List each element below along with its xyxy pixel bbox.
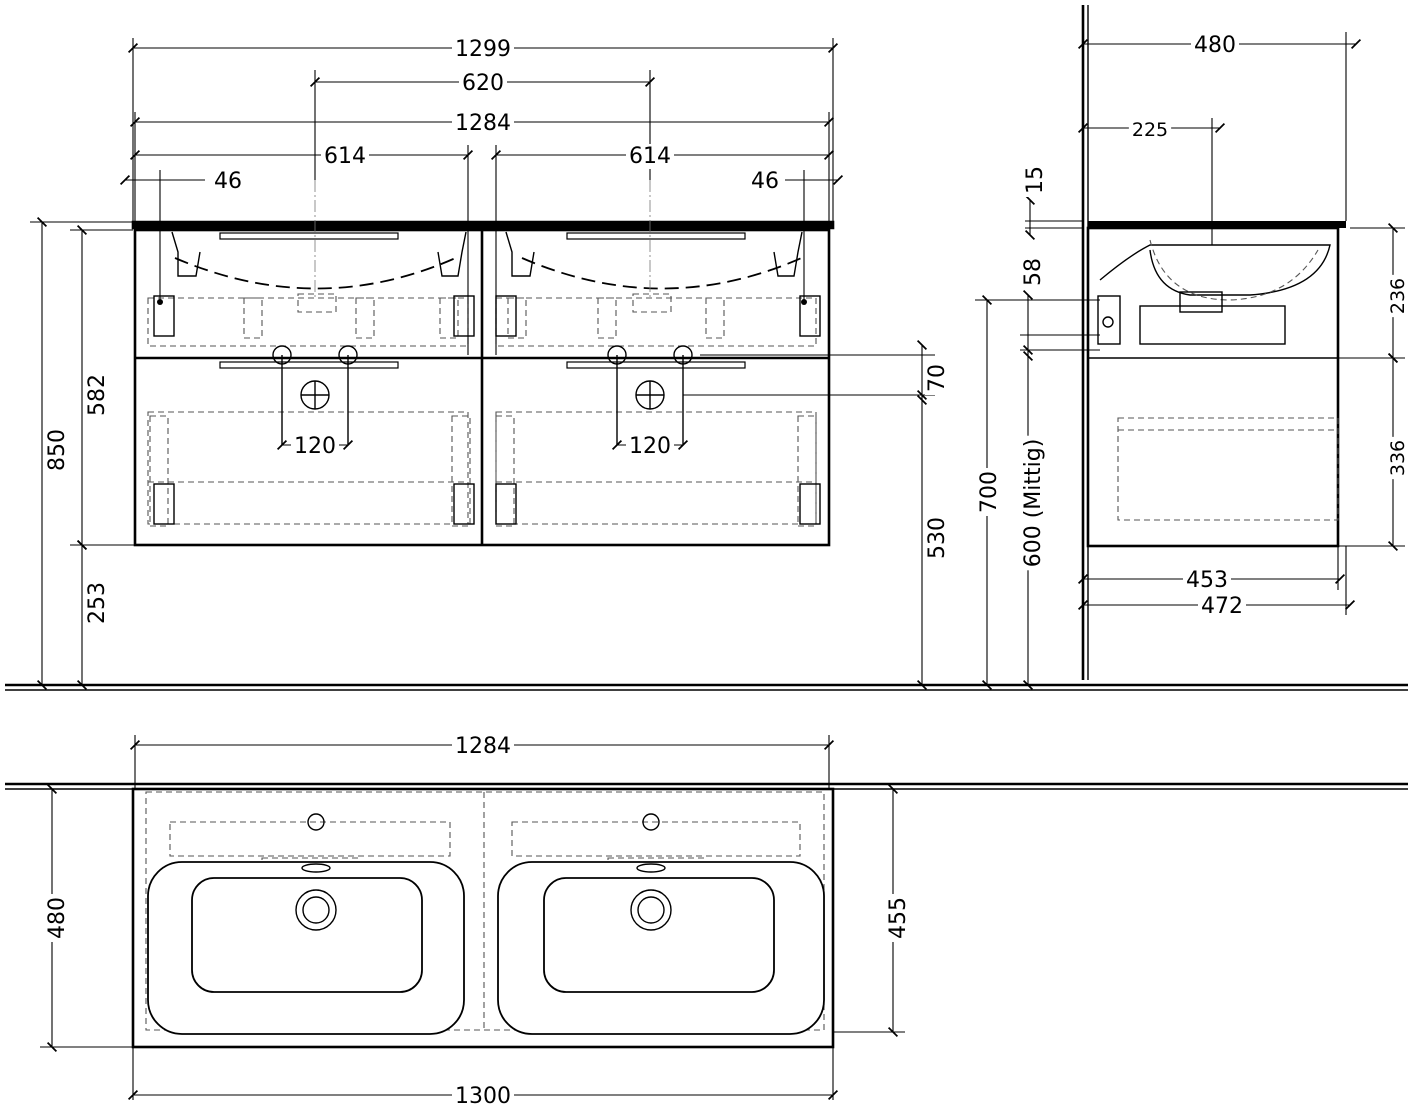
dim-120-right: 120 [629, 434, 671, 459]
label-backing [1183, 568, 1231, 593]
label-backing [45, 894, 70, 942]
countertop-fill [133, 222, 833, 228]
sink-drain-left-outer [295, 889, 337, 931]
label-backing [85, 371, 110, 419]
dim-530: 530 [925, 517, 950, 559]
label-backing [977, 468, 1002, 516]
drain-fittings [272, 345, 693, 445]
dim-614-left: 614 [324, 144, 366, 169]
front-view: 1299 620 1284 614 614 46 46 120 120 850 … [5, 37, 1408, 691]
side-upper-drawer-box [1139, 305, 1286, 345]
tap-hole-left [307, 813, 325, 831]
dim-1284-top: 1284 [455, 734, 511, 759]
side-countertop [1088, 221, 1346, 228]
label-backing [452, 37, 514, 62]
label-backing [321, 144, 369, 169]
label-backing [1128, 119, 1172, 141]
dim-472: 472 [1201, 594, 1243, 619]
dim-15: 15 [1023, 166, 1048, 194]
dim-614-right: 614 [629, 144, 671, 169]
dim-46-left: 46 [214, 169, 242, 194]
label-backing [1387, 436, 1408, 480]
side-basin [1099, 244, 1331, 296]
top-cabinet-outline [145, 791, 825, 1031]
label-backing [1191, 33, 1239, 58]
dim-453: 453 [1186, 568, 1228, 593]
label-backing [291, 434, 339, 459]
label-backing [1198, 594, 1246, 619]
sink-drain-right-inner [637, 896, 665, 924]
label-backing [925, 514, 950, 562]
dim-1300: 1300 [455, 1084, 511, 1109]
side-lower-drawer-box [1117, 417, 1339, 521]
label-backing [452, 734, 514, 759]
dim-225: 225 [1132, 119, 1168, 141]
dim-236: 236 [1387, 278, 1408, 314]
dim-58: 58 [1021, 258, 1046, 286]
internal-structure [147, 297, 817, 527]
floor-line [5, 683, 1408, 691]
label-backing [626, 144, 674, 169]
side-drain-trap [1179, 291, 1223, 313]
label-backing [85, 579, 110, 627]
label-backing [211, 169, 245, 194]
label-backing [626, 434, 674, 459]
side-cabinet [1086, 226, 1340, 548]
dim-480-side: 480 [1194, 33, 1236, 58]
overflow-left [301, 863, 331, 873]
dim-120-left: 120 [294, 434, 336, 459]
side-view: 480 225 453 472 15 58 700 600 (Mittig) 2… [975, 5, 1408, 691]
dim-336: 336 [1387, 440, 1408, 476]
sink-basin-left [191, 877, 423, 993]
sink-basin-right [543, 877, 775, 993]
top-countertop [131, 787, 835, 1049]
label-backing [1387, 274, 1408, 318]
dim-70: 70 [925, 364, 950, 392]
dim-582: 582 [85, 374, 110, 416]
sink-drain-left-inner [302, 896, 330, 924]
basin-outline-right [505, 231, 807, 313]
label-backing [452, 111, 514, 136]
label-backing [925, 361, 950, 395]
side-wall-fitting [1097, 295, 1121, 345]
drawer-handles [219, 232, 746, 369]
dim-46-right: 46 [751, 169, 779, 194]
dim-620: 620 [462, 71, 504, 96]
dim-700: 700 [977, 471, 1002, 513]
dim-480-top: 480 [45, 897, 70, 939]
dim-600: 600 (Mittig) [1021, 439, 1046, 568]
dim-850: 850 [45, 429, 70, 471]
top-view: 1284 1300 480 455 [5, 734, 1408, 1109]
label-backing [886, 894, 911, 942]
dim-1284: 1284 [455, 111, 511, 136]
dim-1299: 1299 [455, 37, 511, 62]
dim-455: 455 [886, 897, 911, 939]
side-basin-hidden [1149, 239, 1319, 301]
sink-drain-right-outer [630, 889, 672, 931]
dim-253: 253 [85, 582, 110, 624]
label-backing [459, 71, 507, 96]
hinge-fittings [153, 295, 821, 525]
label-backing [1021, 435, 1046, 571]
label-backing [45, 426, 70, 474]
label-backing [452, 1084, 514, 1109]
side-wall-fitting-nut [1102, 316, 1114, 328]
overflow-right [636, 863, 666, 873]
tap-hole-right [642, 813, 660, 831]
label-backing [1023, 163, 1048, 197]
label-backing [1021, 255, 1046, 289]
label-backing [748, 169, 782, 194]
basin-outline-left [171, 231, 467, 313]
